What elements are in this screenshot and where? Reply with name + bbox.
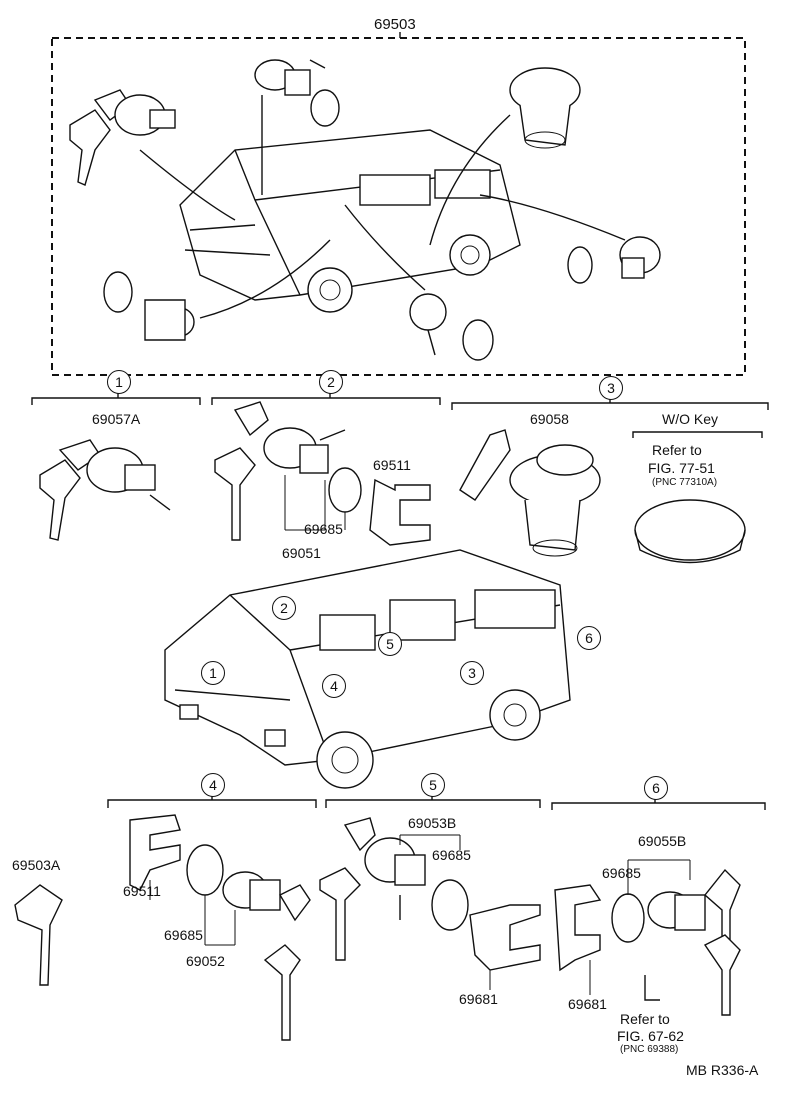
assembly-part-number: 69503 xyxy=(374,16,416,33)
top-van-drawing xyxy=(179,129,521,313)
refer-6-fig: FIG. 67-62 xyxy=(617,1028,684,1044)
top-cylinder-rear xyxy=(567,236,661,284)
part-69052-drawing xyxy=(222,871,311,1041)
part-69053B-drawing xyxy=(319,817,461,961)
bracket-4 xyxy=(107,799,317,808)
part-69057A-drawing xyxy=(39,439,171,541)
part-69681-label-5: 69681 xyxy=(459,991,498,1007)
section-5-number: 5 xyxy=(421,773,445,797)
part-69053B-label: 69053B xyxy=(408,815,457,831)
part-69685-4-drawing xyxy=(186,844,235,946)
middle-van-drawing xyxy=(164,549,571,789)
section-2-number: 2 xyxy=(319,370,343,394)
refer-6-pnc: (PNC 69388) xyxy=(620,1044,679,1055)
wo-key-pnc: (PNC 77310A) xyxy=(652,477,718,488)
bracket-3 xyxy=(451,402,769,410)
top-cylinder-hood xyxy=(254,59,340,127)
part-69503A-drawing xyxy=(14,884,63,986)
section-1-number: 1 xyxy=(107,370,131,394)
part-69052-label: 69052 xyxy=(186,953,225,969)
van-marker-2: 2 xyxy=(272,596,296,620)
part-69057A-label: 69057A xyxy=(92,411,141,427)
wo-key-refer: Refer to xyxy=(652,442,702,458)
section-3-number: 3 xyxy=(599,376,623,400)
top-cylinder-side xyxy=(409,293,494,361)
part-69685-6-drawing xyxy=(611,859,691,943)
part-69681-label-6: 69681 xyxy=(568,996,607,1012)
part-69055B-drawing xyxy=(644,868,741,1016)
part-69681-6-drawing xyxy=(554,884,602,995)
part-69058-label: 69058 xyxy=(530,411,569,427)
part-69051-label: 69051 xyxy=(282,545,321,561)
part-69503A-label: 69503A xyxy=(12,857,61,873)
section-4-number: 4 xyxy=(201,773,225,797)
section-6-number: 6 xyxy=(644,776,668,800)
part-69055B-label: 69055B xyxy=(638,833,687,849)
part-69685-label-4: 69685 xyxy=(164,927,203,943)
footer-code: MB R336-A xyxy=(686,1062,759,1078)
top-fuel-cap xyxy=(509,67,581,149)
part-69681-5-drawing xyxy=(469,904,541,990)
assembly-box xyxy=(51,37,746,376)
wo-key-cap-drawing xyxy=(634,499,746,564)
bracket-2 xyxy=(211,397,441,405)
van-marker-5: 5 xyxy=(378,632,402,656)
wo-key-fig: FIG. 77-51 xyxy=(648,460,715,476)
part-69685-label-6: 69685 xyxy=(602,865,641,881)
part-69685-5-drawing xyxy=(431,879,469,931)
part-69685-label-2: 69685 xyxy=(304,521,343,537)
van-marker-4: 4 xyxy=(322,674,346,698)
wo-key-title: W/O Key xyxy=(662,411,719,427)
part-69058-drawing xyxy=(459,429,601,557)
bracket-1 xyxy=(31,397,201,405)
part-69511-bracket-4-drawing xyxy=(129,814,181,900)
part-69685-label-5: 69685 xyxy=(432,847,471,863)
top-key-cylinder-front xyxy=(69,89,176,186)
part-69051-drawing xyxy=(214,401,362,541)
refer-6-text: Refer to xyxy=(620,1011,670,1027)
van-marker-3: 3 xyxy=(460,661,484,685)
van-marker-1: 1 xyxy=(201,661,225,685)
part-69511-label-2: 69511 xyxy=(373,457,411,473)
bracket-5 xyxy=(325,799,541,808)
bracket-wo-key xyxy=(632,431,763,438)
bracket-6 xyxy=(551,802,766,810)
top-cylinder-left-door xyxy=(103,271,195,341)
van-marker-6: 6 xyxy=(577,626,601,650)
part-69511-label-4: 69511 xyxy=(123,883,161,899)
assembly-arrows xyxy=(139,95,626,319)
part-69511-drawing xyxy=(369,478,431,546)
